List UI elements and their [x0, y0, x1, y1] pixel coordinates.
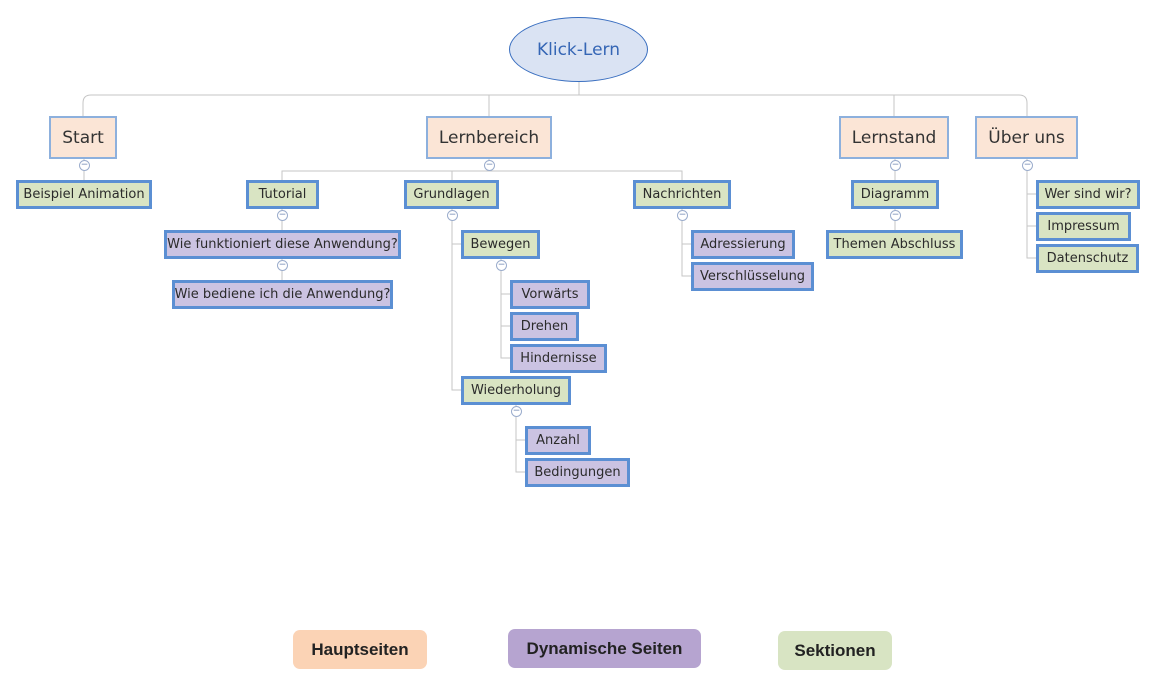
- collapse-icon[interactable]: −: [890, 210, 901, 221]
- section-grundlagen[interactable]: Grundlagen: [404, 180, 499, 209]
- section-beispiel-animation[interactable]: Beispiel Animation: [16, 180, 152, 209]
- section-diagramm[interactable]: Diagramm: [851, 180, 939, 209]
- section-wer-sind-wir-label: Wer sind wir?: [1044, 187, 1132, 202]
- main-page-start-label: Start: [62, 127, 104, 148]
- main-page-lernbereich-label: Lernbereich: [438, 127, 540, 148]
- dynamic-page-wie-funktioniert-label: Wie funktioniert diese Anwendung?: [167, 237, 398, 252]
- legend-sektionen-label: Sektionen: [794, 640, 876, 660]
- main-page-lernbereich[interactable]: Lernbereich: [426, 116, 552, 159]
- section-impressum-label: Impressum: [1047, 219, 1120, 234]
- section-diagramm-label: Diagramm: [860, 187, 930, 202]
- dynamic-page-bedingungen[interactable]: Bedingungen: [525, 458, 630, 487]
- section-wer-sind-wir[interactable]: Wer sind wir?: [1036, 180, 1140, 209]
- section-impressum[interactable]: Impressum: [1036, 212, 1131, 241]
- legend-hauptseiten-label: Hauptseiten: [311, 639, 409, 659]
- section-grundlagen-label: Grundlagen: [413, 187, 490, 202]
- dynamic-page-wie-bediene[interactable]: Wie bediene ich die Anwendung?: [172, 280, 393, 309]
- section-nachrichten-label: Nachrichten: [642, 187, 722, 202]
- dynamic-page-hindernisse-label: Hindernisse: [520, 351, 597, 366]
- section-bewegen[interactable]: Bewegen: [461, 230, 540, 259]
- root-node-klick-lern[interactable]: Klick-Lern: [509, 17, 648, 82]
- section-bewegen-label: Bewegen: [470, 237, 531, 252]
- main-page-ueber-uns[interactable]: Über uns: [975, 116, 1078, 159]
- root-label: Klick-Lern: [536, 39, 621, 60]
- section-datenschutz[interactable]: Datenschutz: [1036, 244, 1139, 273]
- main-page-ueber-uns-label: Über uns: [988, 127, 1065, 148]
- legend-dynamische-seiten-label: Dynamische Seiten: [526, 638, 683, 658]
- dynamic-page-verschluesselung[interactable]: Verschlüsselung: [691, 262, 814, 291]
- collapse-icon[interactable]: −: [890, 160, 901, 171]
- legend-sektionen: Sektionen: [778, 631, 892, 670]
- main-page-lernstand-label: Lernstand: [851, 127, 937, 148]
- collapse-icon[interactable]: −: [484, 160, 495, 171]
- dynamic-page-bedingungen-label: Bedingungen: [534, 465, 621, 480]
- collapse-icon[interactable]: −: [79, 160, 90, 171]
- dynamic-page-wie-bediene-label: Wie bediene ich die Anwendung?: [174, 287, 391, 302]
- dynamic-page-vorwaerts-label: Vorwärts: [521, 287, 579, 302]
- collapse-icon[interactable]: −: [511, 406, 522, 417]
- collapse-icon[interactable]: −: [447, 210, 458, 221]
- collapse-icon[interactable]: −: [677, 210, 688, 221]
- dynamic-page-anzahl-label: Anzahl: [536, 433, 580, 448]
- dynamic-page-vorwaerts[interactable]: Vorwärts: [510, 280, 590, 309]
- legend-hauptseiten: Hauptseiten: [293, 630, 427, 669]
- section-wiederholung[interactable]: Wiederholung: [461, 376, 571, 405]
- dynamic-page-hindernisse[interactable]: Hindernisse: [510, 344, 607, 373]
- dynamic-page-drehen[interactable]: Drehen: [510, 312, 579, 341]
- section-wiederholung-label: Wiederholung: [470, 383, 562, 398]
- section-beispiel-animation-label: Beispiel Animation: [23, 187, 145, 202]
- collapse-icon[interactable]: −: [277, 260, 288, 271]
- collapse-icon[interactable]: −: [496, 260, 507, 271]
- dynamic-page-wie-funktioniert[interactable]: Wie funktioniert diese Anwendung?: [164, 230, 401, 259]
- dynamic-page-adressierung-label: Adressierung: [700, 237, 786, 252]
- dynamic-page-adressierung[interactable]: Adressierung: [691, 230, 795, 259]
- section-datenschutz-label: Datenschutz: [1046, 251, 1129, 266]
- section-tutorial[interactable]: Tutorial: [246, 180, 319, 209]
- dynamic-page-anzahl[interactable]: Anzahl: [525, 426, 591, 455]
- main-page-lernstand[interactable]: Lernstand: [839, 116, 949, 159]
- dynamic-page-verschluesselung-label: Verschlüsselung: [699, 269, 806, 284]
- legend-dynamische-seiten: Dynamische Seiten: [508, 629, 701, 668]
- section-tutorial-label: Tutorial: [258, 187, 307, 202]
- section-nachrichten[interactable]: Nachrichten: [633, 180, 731, 209]
- collapse-icon[interactable]: −: [277, 210, 288, 221]
- section-themen-abschluss-label: Themen Abschluss: [833, 237, 956, 252]
- main-page-start[interactable]: Start: [49, 116, 117, 159]
- dynamic-page-drehen-label: Drehen: [520, 319, 569, 334]
- section-themen-abschluss[interactable]: Themen Abschluss: [826, 230, 963, 259]
- collapse-icon[interactable]: −: [1022, 160, 1033, 171]
